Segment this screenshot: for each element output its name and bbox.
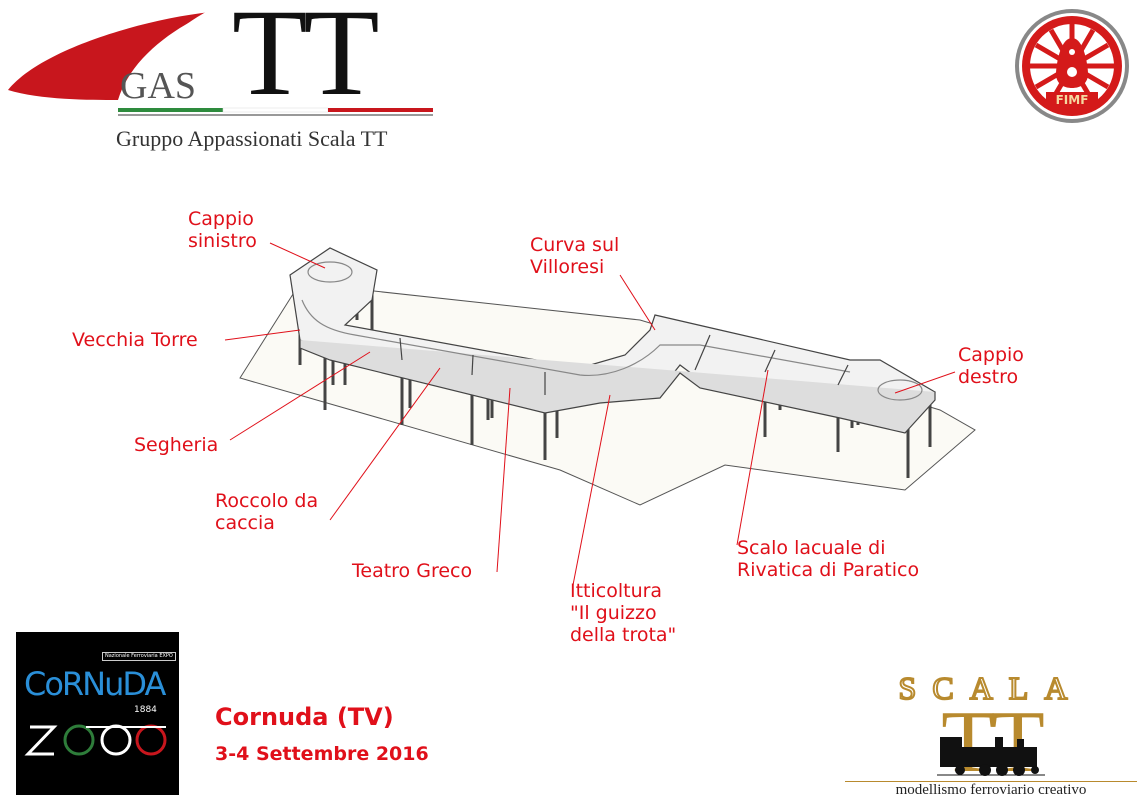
event-place: Cornuda (TV) — [215, 703, 394, 731]
gas-tt-logo: GAS TT Gruppo Appassionati Scala TT — [0, 0, 440, 160]
cornuda-name: CoRNuDA — [24, 665, 166, 703]
cornuda-year: 1884 — [134, 705, 157, 715]
leader-lines — [224, 242, 956, 586]
layout-deck — [289, 247, 936, 434]
cornuda-rings — [24, 724, 167, 756]
fimf-logo: FIMF — [1012, 6, 1132, 126]
scala-subtitle: modellismo ferroviario creativo — [845, 781, 1137, 799]
label-cappio-destro: Cappio destro — [958, 344, 1024, 388]
label-segheria: Segheria — [134, 434, 219, 456]
label-teatro-greco: Teatro Greco — [352, 560, 473, 582]
fimf-text: FIMF — [1055, 93, 1089, 107]
gas-text: GAS — [120, 65, 197, 107]
tt-text: TT — [232, 0, 379, 121]
label-vecchia-torre: Vecchia Torre — [72, 329, 198, 351]
cornuda-logo: Nazionale Ferroviaria EXPO CoRNuDA 1884 — [16, 632, 179, 795]
label-scalo-lacuale: Scalo lacuale di Rivatica di Paratico — [737, 537, 920, 581]
label-itticoltura: Itticoltura "Il guizzo della trota" — [570, 580, 677, 646]
locomotive-icon — [937, 737, 1045, 776]
gas-subtitle: Gruppo Appassionati Scala TT — [116, 126, 388, 151]
label-roccolo: Roccolo da caccia — [215, 490, 319, 534]
label-cappio-sinistro: Cappio sinistro — [188, 208, 257, 252]
label-curva-villoresi: Curva sul Villoresi — [530, 234, 620, 278]
wheel-icon — [1015, 9, 1129, 123]
event-dates: 3-4 Settembre 2016 — [215, 743, 429, 765]
cornuda-tag: Nazionale Ferroviaria EXPO — [102, 652, 176, 661]
scala-tt-logo: SCALA TT modellismo ferroviario creativo — [845, 670, 1137, 800]
gas-swoosh-icon — [8, 10, 433, 116]
scala-text: SCALA — [898, 670, 1084, 706]
